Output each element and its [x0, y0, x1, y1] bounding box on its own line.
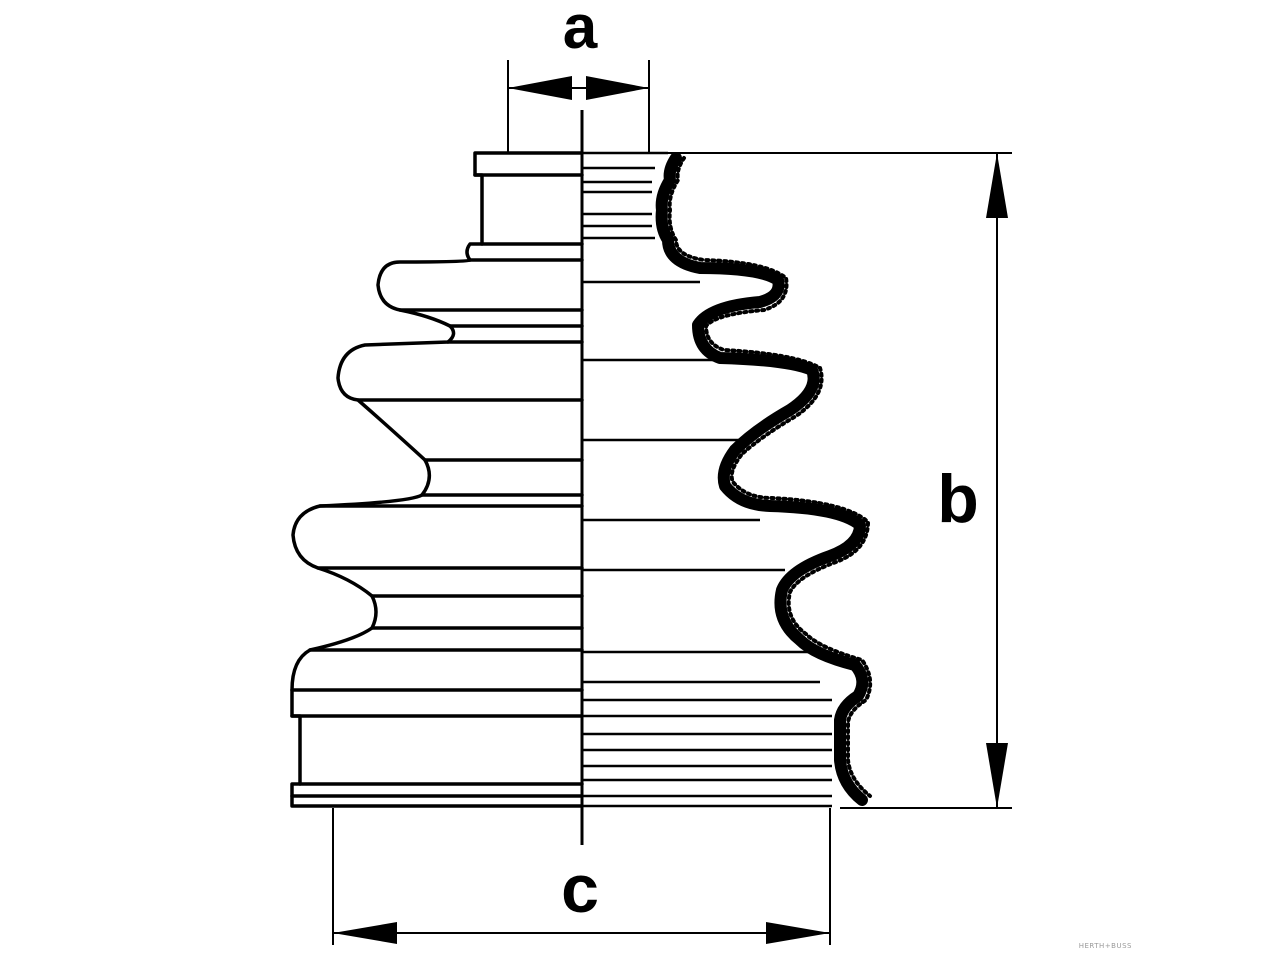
dimension-b-arrow-top: [986, 153, 1008, 218]
dimension-c-arrow-left: [333, 922, 397, 944]
dimension-b: [660, 152, 1012, 809]
dimension-c-label: c: [561, 851, 599, 927]
dimension-a-label: a: [563, 0, 598, 62]
dimension-a: [507, 60, 650, 153]
dimension-c: [332, 808, 831, 945]
dimension-a-arrow-right: [586, 76, 649, 100]
boot-convolutions-outline: [290, 258, 584, 808]
boot-outer-view: [290, 151, 584, 808]
dimension-c-arrow-right: [766, 922, 830, 944]
boot-wall-profile: [655, 152, 869, 806]
herth-buss-watermark: HERTH+BUSS: [1078, 942, 1132, 950]
dimension-b-label: b: [937, 461, 979, 537]
dimension-b-arrow-bottom: [986, 743, 1008, 808]
dimension-a-arrow-left: [508, 76, 572, 100]
boot-section-view: [582, 151, 832, 808]
boot-wall-texture: [667, 156, 873, 798]
